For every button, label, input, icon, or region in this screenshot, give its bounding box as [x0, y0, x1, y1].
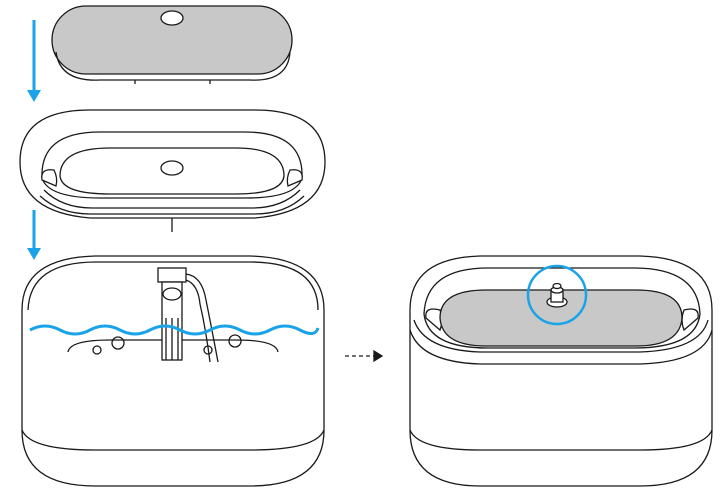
water-wave: [29, 324, 320, 336]
upper-tray-icon: [19, 109, 326, 232]
bubbles-icon: [92, 334, 242, 355]
filter-cover-top: [51, 5, 293, 75]
water-tank-icon: [21, 255, 325, 487]
circle-highlight-icon: [526, 264, 588, 326]
dashed-arrow-right-icon: [345, 349, 384, 363]
assembled-fountain-icon: [409, 255, 713, 487]
pump-head: [157, 267, 187, 283]
filter-cover-knob: [160, 10, 184, 26]
tray-center-outlet: [160, 160, 184, 176]
pump-cable: [185, 273, 219, 363]
arrow-down-icon: [27, 20, 41, 102]
filter-cover-rim: [55, 51, 291, 81]
arrow-down-icon: [27, 210, 41, 260]
filter-cover-icon: [51, 5, 293, 84]
installed-filter-cover: [439, 289, 683, 347]
